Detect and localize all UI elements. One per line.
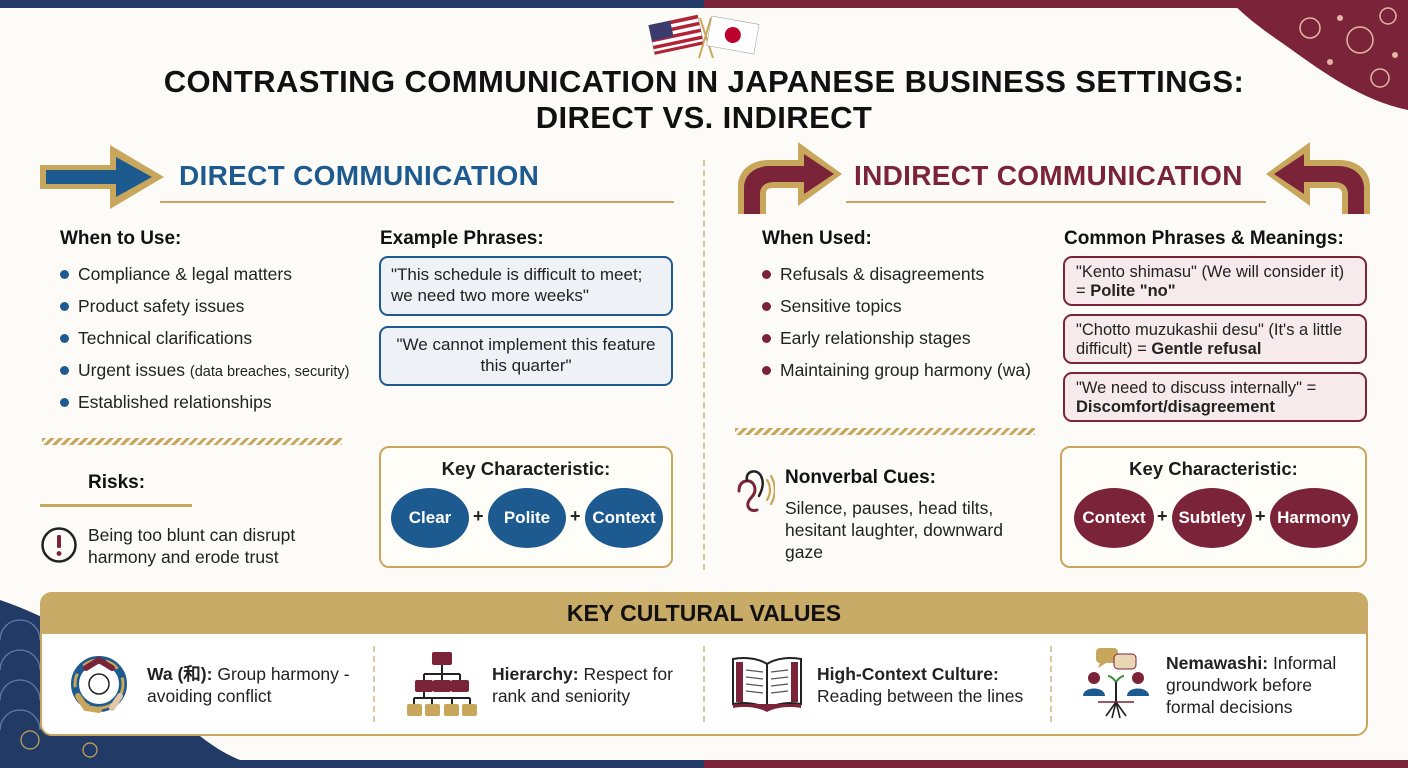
indirect-arrow-left-icon [738, 142, 842, 214]
page-title-line-1: CONTRASTING COMMUNICATION IN JAPANESE BU… [163, 64, 1245, 99]
key-values-header [40, 592, 1368, 634]
value-hierarchy: Hierarchy: Respect for rank and seniorit… [492, 664, 673, 706]
indirect-phrase-2: "Chotto muzukashii desu" (It's a little … [1063, 314, 1367, 364]
cherry-blossom-corner-decoration [1230, 0, 1408, 110]
list-item: Refusals & disagreements [760, 263, 1060, 295]
indirect-section-title: INDIRECT COMMUNICATION [854, 160, 1243, 191]
page-title-line-2: DIRECT VS. INDIRECT [535, 100, 873, 135]
direct-when-list: Compliance & legal matters Product safet… [58, 263, 388, 423]
list-item: Early relationship stages [760, 327, 1060, 359]
risk-text: Being too blunt can disrupt harmony and … [88, 525, 296, 567]
nonverbal-text: Silence, pauses, head tilts, hesitant la… [785, 498, 1003, 562]
direct-key-label: Key Characteristic: [441, 458, 611, 479]
indirect-key-characteristic-box: Key Characteristic: Context + Subtlety +… [1060, 446, 1367, 568]
risks-underline [40, 504, 192, 507]
list-item: Maintaining group harmony (wa) [760, 359, 1060, 391]
plus-sign: + [1157, 506, 1168, 526]
plus-sign: + [473, 506, 484, 526]
value-wa: Wa (和): Group harmony - avoiding conflic… [147, 664, 350, 706]
indirect-hatch-divider [735, 428, 1035, 435]
top-bar-navy [0, 0, 704, 8]
direct-phrases-label: Example Phrases: [380, 228, 544, 249]
bottom-bar-maroon [704, 760, 1408, 768]
plus-sign: + [1255, 506, 1266, 526]
center-divider [703, 160, 705, 570]
values-divider [703, 646, 705, 722]
indirect-title-underline [846, 201, 1266, 203]
direct-title-underline [160, 201, 674, 203]
direct-section-title: DIRECT COMMUNICATION [179, 160, 540, 191]
indirect-phrase-3: "We need to discuss internally" = Discom… [1063, 372, 1367, 422]
indirect-when-list: Refusals & disagreements Sensitive topic… [760, 263, 1060, 391]
direct-arrow-icon [40, 145, 164, 209]
bottom-bar-navy [0, 760, 704, 768]
list-item: Compliance & legal matters [58, 263, 388, 295]
list-item: Technical clarifications [58, 327, 388, 359]
direct-key-characteristic-box: Key Characteristic: Clear + Polite + Con… [379, 446, 673, 568]
top-bar-maroon [704, 0, 1408, 8]
direct-phrase-1: "This schedule is difficult to meet; we … [379, 256, 673, 316]
direct-phrase-2: "We cannot implement this feature this q… [379, 326, 673, 386]
key-bubble-context: Context [585, 488, 663, 548]
key-bubble-subtlety: Subtlety [1172, 488, 1252, 548]
open-book-icon [732, 657, 802, 712]
values-divider [373, 646, 375, 722]
plus-sign: + [570, 506, 581, 526]
list-item: Product safety issues [58, 295, 388, 327]
direct-hatch-divider [42, 438, 342, 445]
indirect-key-label: Key Characteristic: [1129, 458, 1298, 479]
japan-flag-icon [698, 15, 760, 59]
key-bubble-clear: Clear [391, 488, 469, 548]
hands-circle-icon [71, 656, 127, 713]
people-discussion-icon [1083, 648, 1149, 719]
urgent-note: (data breaches, security) [189, 364, 350, 380]
value-nemawashi: Nemawashi: Informal groundwork before fo… [1166, 653, 1337, 717]
key-values-title: KEY CULTURAL VALUES [566, 600, 842, 626]
nonverbal-label: Nonverbal Cues: [785, 467, 936, 488]
key-bubble-context: Context [1074, 488, 1154, 548]
indirect-phrase-1: "Kento shimasu" (We will consider it) = … [1063, 256, 1367, 306]
direct-when-label: When to Use: [60, 228, 182, 249]
risks-label: Risks: [88, 472, 146, 493]
us-flag-icon [648, 14, 714, 59]
key-bubble-harmony: Harmony [1270, 488, 1358, 548]
value-high-context: High-Context Culture:Reading between the… [817, 664, 1024, 706]
indirect-phrases-label: Common Phrases & Meanings: [1064, 228, 1344, 249]
list-item: Urgent issues (data breaches, security) [58, 359, 388, 391]
warning-icon [41, 527, 77, 563]
values-divider [1050, 646, 1052, 722]
list-item: Established relationships [58, 391, 388, 423]
flags-icon-group [648, 14, 760, 59]
indirect-when-label: When Used: [762, 228, 872, 249]
indirect-arrow-right-icon [1266, 142, 1370, 214]
list-item: Sensitive topics [760, 295, 1060, 327]
ear-icon [737, 470, 775, 512]
key-bubble-polite: Polite [488, 488, 566, 548]
org-chart-icon [407, 652, 477, 716]
